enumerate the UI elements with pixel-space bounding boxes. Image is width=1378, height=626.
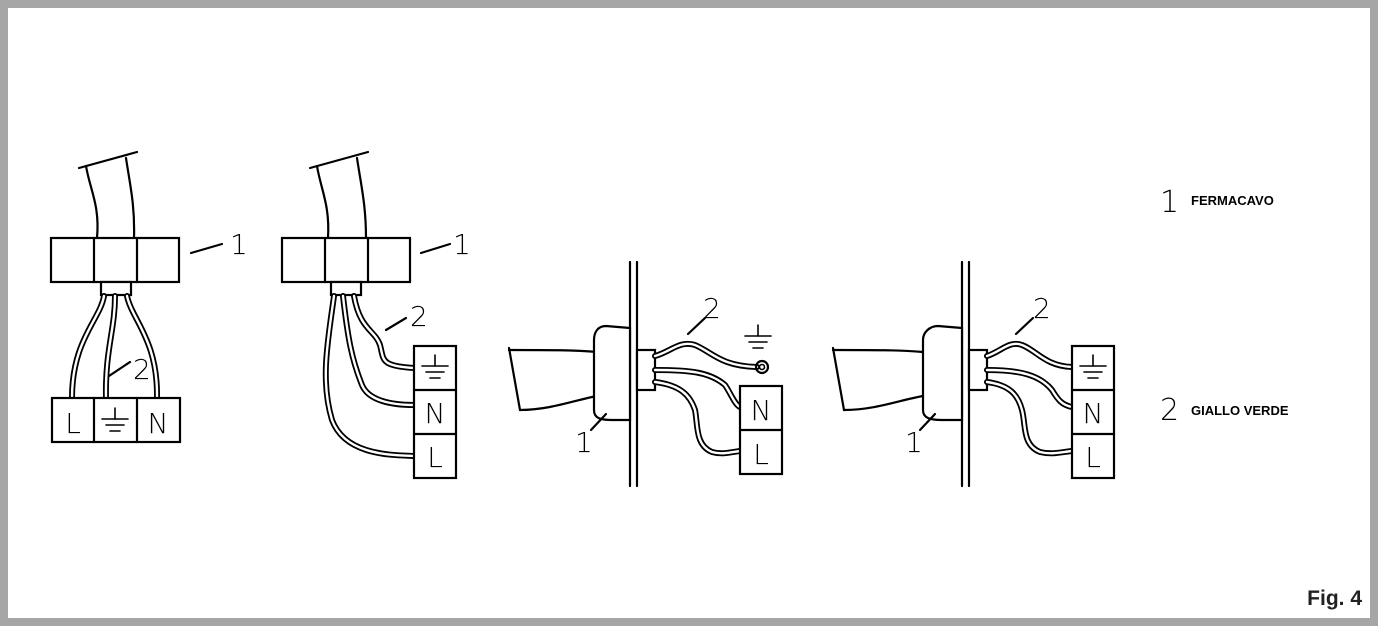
callout-2: 2 <box>133 353 151 386</box>
panel-4: N L 2 1 <box>831 260 1116 488</box>
terminal-N: N <box>751 394 772 427</box>
callout-1: 1 <box>905 426 923 459</box>
terminal-N: N <box>1083 397 1104 430</box>
wires <box>984 340 1075 457</box>
wires <box>652 340 760 457</box>
legend-number-2: 2 <box>1160 393 1179 428</box>
ground-symbol-icon <box>1079 354 1107 379</box>
terminal-L: L <box>427 441 443 474</box>
panel-2: N L 1 2 <box>280 150 471 480</box>
terminal-block <box>50 396 182 444</box>
figure-label: Fig. 4 <box>1307 587 1362 610</box>
cable-clamp <box>592 324 632 422</box>
callout-2: 2 <box>1033 292 1051 325</box>
cable-clamp <box>280 236 412 284</box>
callout-2: 2 <box>410 300 428 333</box>
ground-symbol-icon <box>744 324 772 349</box>
wires <box>322 293 417 459</box>
terminal-N: N <box>425 397 446 430</box>
callout-2: 2 <box>703 292 721 325</box>
ground-symbol-icon <box>101 407 129 432</box>
cable-clamp <box>49 236 181 284</box>
terminal-block <box>1070 344 1116 480</box>
wires <box>69 293 161 401</box>
cable-clamp <box>921 324 964 422</box>
terminal-block <box>412 344 458 480</box>
legend-text-1: FERMACAVO <box>1191 193 1274 208</box>
terminal-L: L <box>1085 441 1101 474</box>
legend: 1 FERMACAVO 2 GIALLO VERDE <box>1160 185 1289 428</box>
terminal-L: L <box>753 438 769 471</box>
ground-symbol-icon <box>421 354 449 379</box>
panel-3: N L 2 1 <box>507 260 784 488</box>
panel-1: L N 1 2 <box>49 150 248 444</box>
callout-1: 1 <box>453 228 471 261</box>
legend-number-1: 1 <box>1160 185 1179 220</box>
terminal-N: N <box>148 407 169 440</box>
terminal-L: L <box>65 407 81 440</box>
callout-1: 1 <box>575 426 593 459</box>
callout-1: 1 <box>230 228 248 261</box>
legend-text-2: GIALLO VERDE <box>1191 403 1289 418</box>
